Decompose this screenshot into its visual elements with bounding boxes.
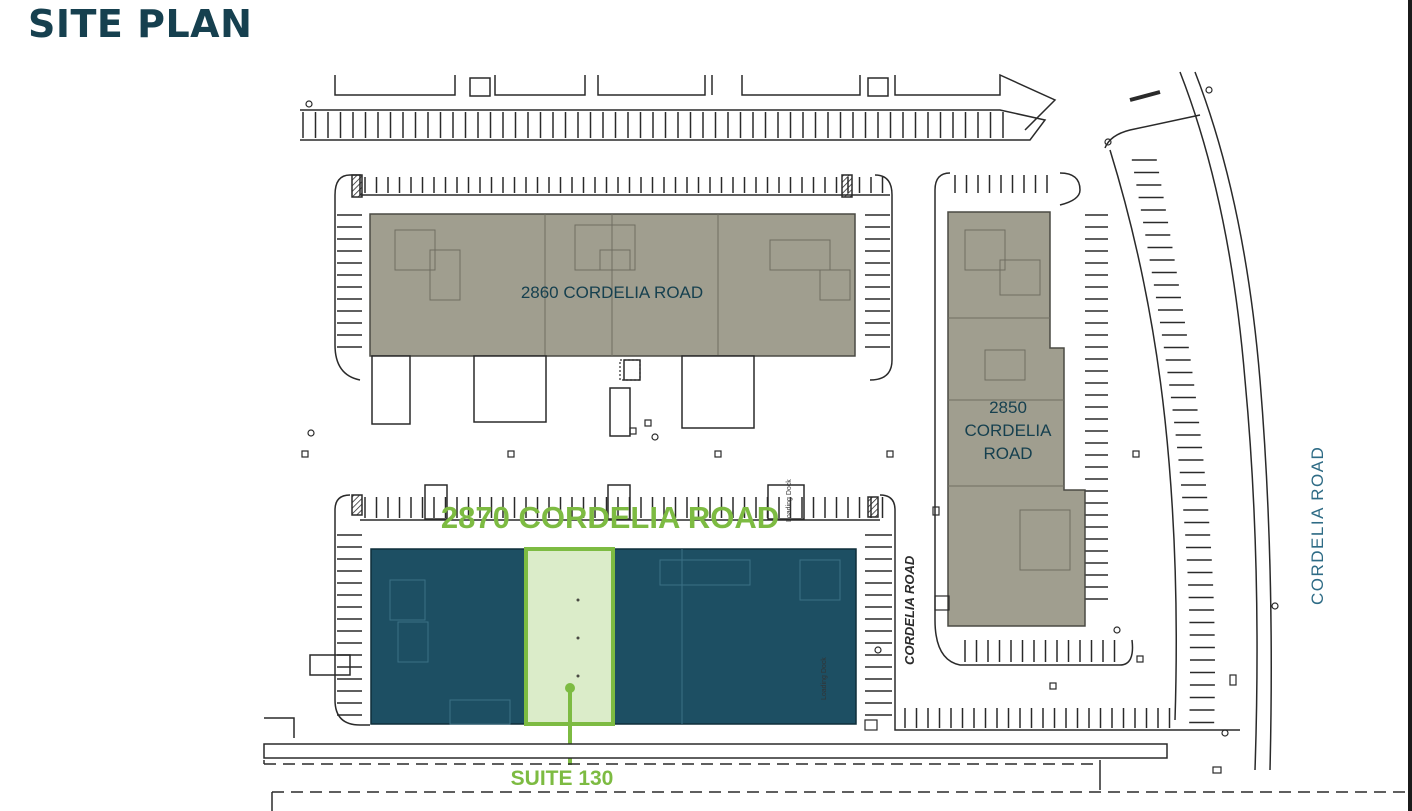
top-parking <box>300 73 1057 141</box>
label-2870: 2870 CORDELIA ROAD <box>441 500 779 535</box>
suite-130-area[interactable] <box>524 547 615 765</box>
dock-label-a: Loading Dock <box>786 479 793 522</box>
dock-label-b: Loading Dock <box>821 657 828 700</box>
east-parking <box>1104 71 1272 771</box>
page-title: SITE PLAN <box>28 2 253 46</box>
suite-130-label: SUITE 130 <box>511 767 614 790</box>
parking-2860 <box>334 174 893 381</box>
label-2850-line1: 2850 <box>989 398 1027 417</box>
parking-2850 <box>934 172 1134 666</box>
label-2850-line2: CORDELIA <box>965 421 1053 440</box>
internal-road-label: CORDELIA ROAD <box>902 555 917 665</box>
parking-2870 <box>309 484 896 726</box>
label-2860: 2860 CORDELIA ROAD <box>521 283 703 302</box>
south-perimeter <box>263 705 1408 811</box>
right-border <box>1408 0 1412 811</box>
docks-2860 <box>371 355 755 437</box>
site-fixtures <box>301 86 1279 774</box>
label-2850-line3: ROAD <box>983 444 1032 463</box>
building-2850: 2850 CORDELIA ROAD <box>947 211 1086 627</box>
building-2860: 2860 CORDELIA ROAD <box>369 213 856 357</box>
street-label: CORDELIA ROAD <box>1308 446 1327 605</box>
